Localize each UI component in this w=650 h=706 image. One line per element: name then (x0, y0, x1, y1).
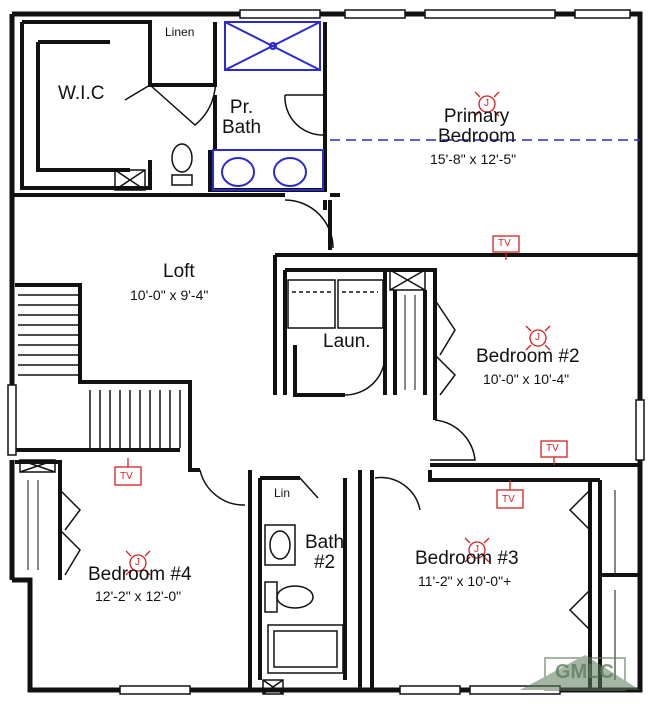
primary-bedroom-name: Primary Bedroom (438, 106, 516, 147)
laundry-machines (287, 279, 384, 329)
primary-shower (224, 21, 321, 71)
wic-label: W.I.C (58, 83, 105, 104)
fan-label-bedroom2: J (535, 332, 540, 343)
door-swings (59, 74, 591, 631)
tv-label-bedroom3: TV (502, 494, 515, 505)
loft-name: Loft (163, 261, 195, 282)
primary-bedroom-dims: 15'-8" x 12'-5" (430, 151, 517, 167)
fan-label-bedroom4: J (135, 557, 140, 568)
bedroom2-name: Bedroom #2 (476, 346, 580, 367)
closet-rods (27, 295, 616, 680)
bedroom2-dims: 10'-0" x 10'-4" (483, 371, 570, 387)
pr-bath-label: Pr. Bath (222, 97, 262, 138)
bedroom4-name: Bedroom #4 (88, 564, 192, 585)
tv-label-bedroom4: TV (120, 471, 133, 482)
primary-vanity (212, 149, 324, 191)
hvac-boxes (19, 169, 426, 695)
fan-label-bedroom3: J (474, 544, 479, 555)
bedroom3-name: Bedroom #3 (415, 548, 519, 569)
tv-outlets (114, 235, 568, 509)
watermark-text: GMLC (555, 661, 614, 683)
bath2-fixtures (264, 524, 344, 674)
gmlc-watermark (520, 655, 640, 691)
laundry-label: Laun. (323, 331, 371, 352)
lin-label: Lin (274, 486, 291, 500)
tv-label-primary: TV (498, 238, 511, 249)
exterior-walls (9, 11, 643, 693)
bedroom4-dims: 12'-2" x 12'-0" (95, 588, 182, 604)
loft-dims: 10'-0" x 9'-4" (130, 287, 209, 303)
stair-treads (18, 294, 181, 448)
interior-walls (12, 20, 640, 690)
windows (7, 9, 645, 695)
fan-label-primary: J (484, 98, 489, 109)
primary-toilet (171, 143, 193, 186)
tv-label-bedroom2: TV (546, 443, 559, 454)
ceiling-fan-symbols (125, 91, 551, 576)
bath2-label: Bath #2 (305, 532, 345, 573)
linen-label: Linen (165, 25, 195, 39)
bedroom3-dims: 11'-2" x 10'-0"+ (418, 573, 512, 589)
